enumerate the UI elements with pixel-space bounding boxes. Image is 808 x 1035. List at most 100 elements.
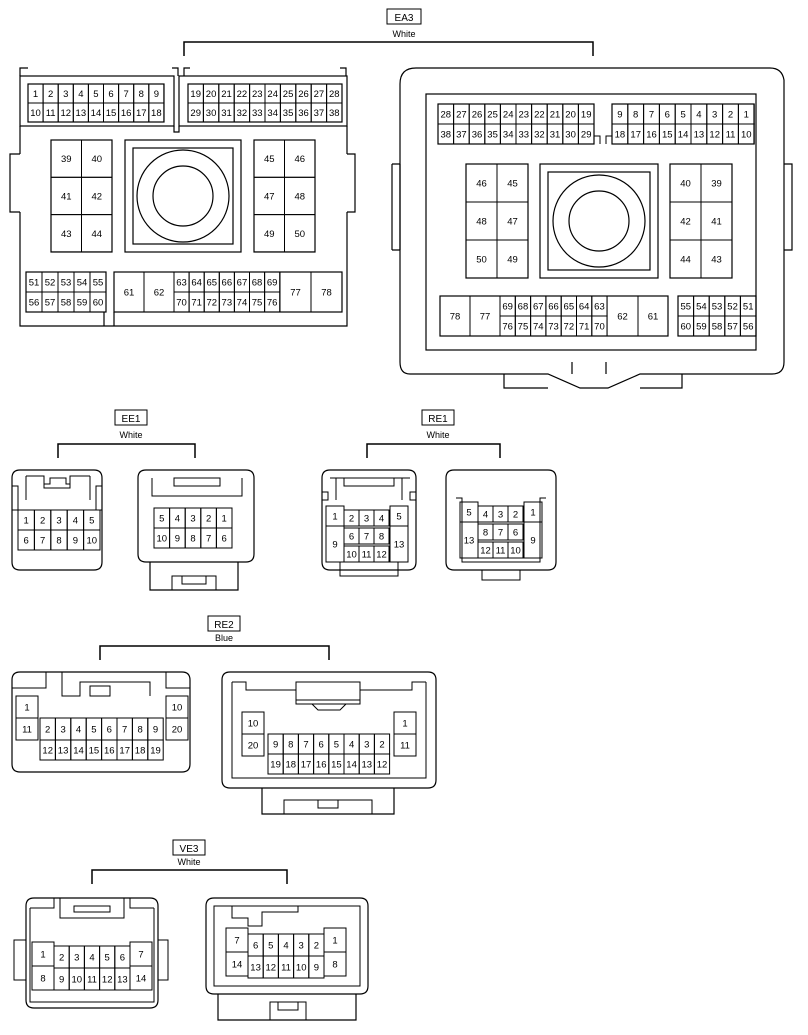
re1-l-pin-9: 9 [325,525,345,563]
pin-label: 7 [122,725,127,736]
re2-r-pin-7: 7 [297,733,315,755]
pin-label: 51 [743,302,754,313]
re2-l-pin-1: 1 [15,695,39,719]
pin-label: 3 [56,516,61,527]
ve3-r-pin-5: 5 [262,933,279,957]
pin-label: 7 [206,534,211,545]
ea3-l-pin-42: 42 [81,176,113,216]
pin-label: 30 [565,130,576,141]
ee1-l-pin-9: 9 [66,529,85,551]
pin-label: 48 [476,217,487,228]
pin-label: 2 [349,514,354,525]
pin-label: 1 [402,719,407,730]
pin-label: 11 [46,108,56,119]
ea3-l-pin-26: 26 [295,83,312,104]
ee1-r-pin-4: 4 [169,507,186,529]
ea3-l-pin-21: 21 [218,83,235,104]
pin-label: 76 [502,322,513,333]
ea3-l-pin-34: 34 [264,102,281,123]
pin-label: 69 [267,278,278,289]
pin-label: 15 [106,108,117,119]
ee1-l-pin-2: 2 [33,509,52,531]
ve3-r-pin-1: 1 [323,927,347,953]
connector-re2-bracket [99,645,330,660]
pin-label: 17 [630,130,641,141]
pin-label: 29 [581,130,592,141]
pin-label: 8 [137,725,142,736]
pin-label: 44 [91,229,102,240]
ea3-l-pin-51: 51 [25,271,43,293]
ee1-r-pin-5: 5 [153,507,171,529]
ea3-r-pin-19: 19 [577,103,595,125]
pin-label: 58 [61,298,72,309]
ee1-r-pin-9: 9 [169,527,186,549]
re1-l-pin-1: 1 [325,505,345,527]
pin-label: 67 [533,302,544,313]
pin-label: 13 [394,540,405,551]
re1-l-pin-11: 11 [358,545,375,563]
pin-label: 55 [93,278,104,289]
pin-label: 36 [298,108,309,119]
pin-label: 9 [332,540,337,551]
pin-label: 46 [476,179,487,190]
re1-r-pin-3: 3 [492,505,509,523]
re2-right-outline [221,671,437,789]
pin-label: 11 [281,963,291,974]
re1-l-pin-6: 6 [343,527,360,545]
ee1-right-latch [149,562,239,591]
pin-label: 59 [77,298,88,309]
ea3-l-pin-1: 1 [27,83,44,104]
ve3-l-pin-1: 1 [31,941,55,967]
re2-l-pin-9: 9 [147,717,164,741]
pin-label: 9 [314,963,319,974]
ea3-r-pin-55: 55 [677,295,695,317]
pin-label: 27 [314,89,325,100]
ea3-l-pin-7: 7 [118,83,135,104]
pin-label: 50 [476,255,487,266]
ea3-r-pin-54: 54 [693,295,710,317]
pin-label: 42 [680,217,691,228]
re1-r-pin-10: 10 [507,541,524,559]
pin-label: 7 [303,740,308,751]
pin-label: 41 [61,191,72,202]
pin-label: 14 [91,108,102,119]
connector-ve3-color: White [177,857,200,867]
ea3-r-pin-74: 74 [530,315,547,337]
pin-label: 1 [40,950,45,961]
ea3-l-pin-71: 71 [188,291,205,313]
ea3-r-pin-8: 8 [627,103,645,125]
pin-label: 4 [89,953,94,964]
ea3-l-pin-53: 53 [57,271,75,293]
pin-label: 39 [711,179,722,190]
pin-label: 61 [124,288,135,299]
ee1-r-pin-7: 7 [200,527,217,549]
ea3-r-pin-23: 23 [515,103,533,125]
pin-label: 46 [294,154,305,165]
pin-label: 20 [172,725,183,736]
pin-label: 15 [662,130,673,141]
connector-ee1-color: White [119,430,142,440]
connector-ea3-label-box [386,8,422,25]
ea3-l-pin-49: 49 [253,214,285,253]
ea3-r-pin-26: 26 [468,103,486,125]
pin-label: 12 [480,546,491,557]
pin-label: 8 [633,110,638,121]
pin-label: 26 [298,89,309,100]
pin-label: 51 [29,278,40,289]
ea3-l-pin-5: 5 [87,83,105,104]
ve3-r-pin-11: 11 [277,955,295,979]
pin-label: 6 [665,110,670,121]
pin-label: 73 [222,298,233,309]
ea3-left-center [124,139,242,253]
pin-label: 1 [24,703,29,714]
ve3-r-pin-9: 9 [308,955,325,979]
pin-label: 50 [294,229,305,240]
re2-l-pin-13: 13 [54,739,72,761]
ea3-l-pin-40: 40 [81,139,113,178]
pin-label: 5 [105,953,110,964]
re2-r-pin-3: 3 [358,733,375,755]
ea3-left-center-inner [132,147,234,245]
pin-label: 1 [33,89,38,100]
ea3-r-pin-48: 48 [465,201,498,241]
